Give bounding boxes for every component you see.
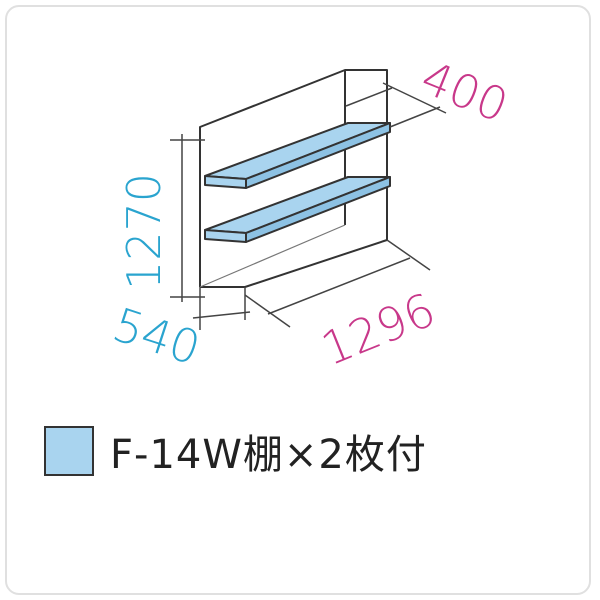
bottom-diagonal-edge [244,239,388,288]
dim-1296-line [267,257,411,315]
dimension-lines [170,82,447,330]
dim-label-400: 400 [414,50,516,133]
dim-label-1296: 1296 [314,282,443,376]
shelf-bottom-side [245,176,391,243]
dim-400-ext-2 [389,106,441,128]
legend: F-14W棚×2枚付 [44,422,427,480]
dim-400-ext-1 [345,87,393,107]
shelf-top [204,122,391,189]
dim-540-line [192,311,251,319]
dim-label-1270: 1270 [117,173,171,290]
dim-label-540: 540 [107,297,207,375]
shelf-top-side [245,122,391,189]
shelf-color-swatch [44,426,94,476]
dim-1296-ext-1 [244,294,291,328]
image-frame [5,5,591,595]
shelf-top-front [204,175,247,189]
shelf-bottom [204,176,391,243]
bottom-back-edge [199,224,346,288]
legend-label: F-14W棚×2枚付 [110,432,427,478]
shelf-bottom-front [204,229,247,243]
dim-400-line [382,82,447,114]
shelf-top-surface [204,122,391,180]
dim-1296-ext-2 [386,239,431,271]
